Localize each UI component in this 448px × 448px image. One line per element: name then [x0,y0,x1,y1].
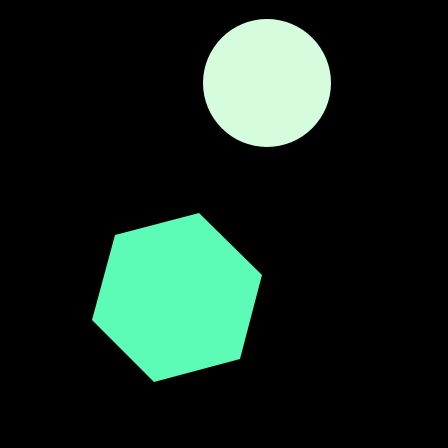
green-hexagon [92,213,262,382]
light-green-circle [203,19,331,147]
